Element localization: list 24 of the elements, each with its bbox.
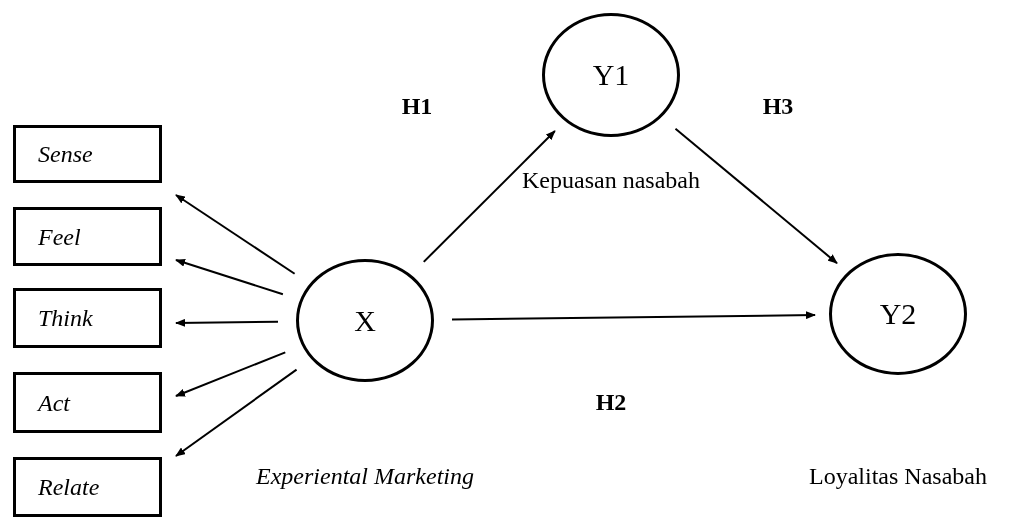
variable-caption: Experiental Marketing xyxy=(256,464,474,488)
node-text: Y1 xyxy=(592,60,630,90)
variable-box xyxy=(13,207,162,266)
node-text: Sense xyxy=(38,142,93,166)
variable-box xyxy=(13,125,162,183)
arrow xyxy=(175,368,298,457)
arrow xyxy=(175,351,287,397)
variable-caption: Kepuasan nasabah xyxy=(522,168,700,192)
arrow xyxy=(422,130,556,263)
node-text: X xyxy=(354,305,376,336)
variable-box xyxy=(13,457,162,517)
arrow xyxy=(175,258,284,296)
variable-caption: Loyalitas Nasabah xyxy=(809,464,987,488)
variable-box xyxy=(13,372,162,433)
node-text: Y2 xyxy=(879,299,917,329)
node-text: Think xyxy=(38,306,93,330)
node-text: Feel xyxy=(38,224,81,249)
arrow xyxy=(451,311,816,321)
variable-box xyxy=(13,288,162,348)
arrow xyxy=(175,318,279,327)
arrow xyxy=(674,127,838,265)
node-text: Act xyxy=(38,390,70,415)
node-text: Relate xyxy=(38,475,100,499)
arrow xyxy=(175,194,296,275)
